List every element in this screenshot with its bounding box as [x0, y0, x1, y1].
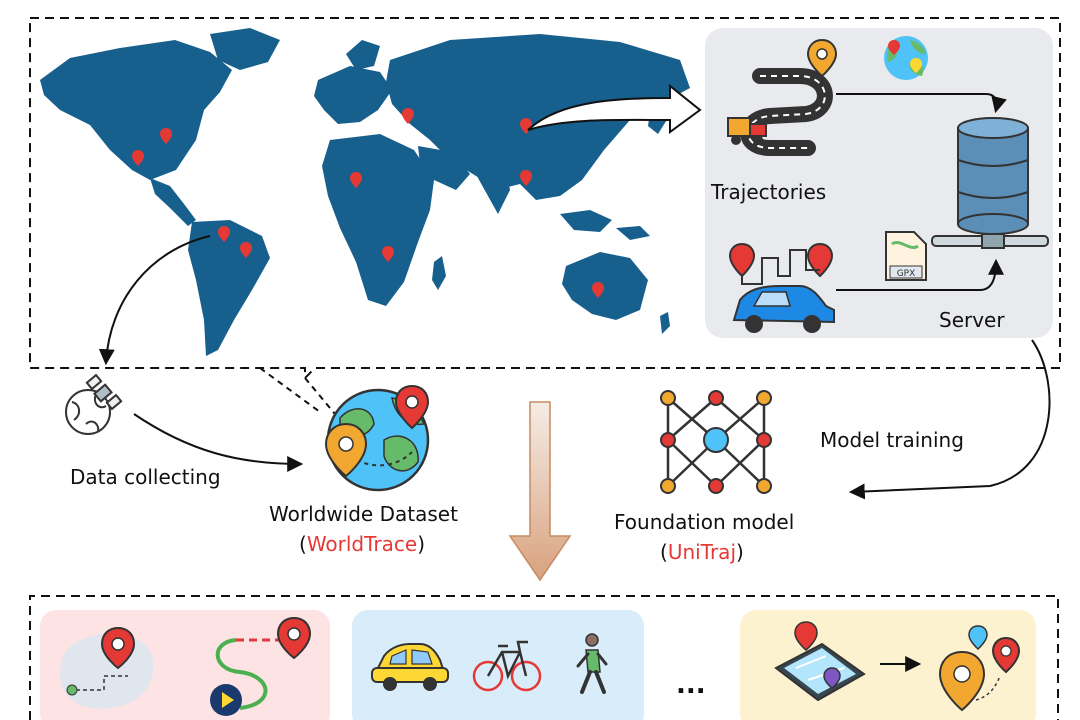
server-panel: [705, 28, 1053, 338]
zoom-line-left: [259, 367, 321, 413]
model-training-label: Model training: [820, 428, 964, 452]
phone-map-icon: [774, 621, 866, 702]
model-title: Foundation model: [614, 510, 795, 534]
neural-network-icon: [660, 390, 772, 494]
map-to-panel-arrow: [527, 83, 702, 134]
satellite-to-dataset-arrow: [133, 413, 304, 472]
paren-close: ): [417, 532, 425, 556]
zoom-line-right: [304, 377, 341, 421]
dataset-title: Worldwide Dataset: [269, 502, 458, 526]
dataset-name-line: (WorldTrace): [299, 532, 425, 556]
route-car-icon: [728, 242, 835, 333]
model-training-arrow: [848, 339, 1051, 500]
database-server-icon: [931, 117, 1049, 249]
gpx-file-icon: GPX: [885, 231, 927, 281]
big-down-arrow: [508, 401, 572, 582]
car-to-server-arrow: [836, 258, 1004, 291]
world-map: [40, 28, 690, 356]
location-pins-icon: [938, 625, 1021, 712]
satellite-icon: [65, 373, 123, 435]
dataset-name: WorldTrace: [306, 532, 418, 556]
ellipsis-label: ...: [676, 670, 706, 700]
walking-person-icon: [576, 633, 608, 694]
server-label: Server: [939, 308, 1005, 332]
map-to-satellite-arrow: [98, 235, 211, 366]
top-dashed-frame: [29, 17, 1061, 381]
world-dataset-icon: [324, 384, 430, 492]
bottom-dashed-frame: [29, 595, 1059, 720]
road-truck-icon: [727, 38, 838, 156]
model-name-line: (UniTraj): [660, 540, 744, 564]
trajectories-label: Trajectories: [711, 180, 827, 204]
model-name: UniTraj: [667, 540, 736, 564]
gpx-badge-text: GPX: [897, 269, 916, 279]
bicycle-icon: [472, 640, 542, 692]
data-collecting-label: Data collecting: [70, 465, 221, 489]
paren-open: (: [660, 540, 668, 564]
route-map-icon: [60, 616, 312, 716]
globe-pin-icon: [884, 36, 928, 80]
truck-to-server-arrow: [836, 93, 1007, 114]
paren-close: ): [736, 540, 744, 564]
paren-open: (: [299, 532, 307, 556]
map-pins: [132, 108, 604, 298]
car-icon: [371, 643, 449, 691]
